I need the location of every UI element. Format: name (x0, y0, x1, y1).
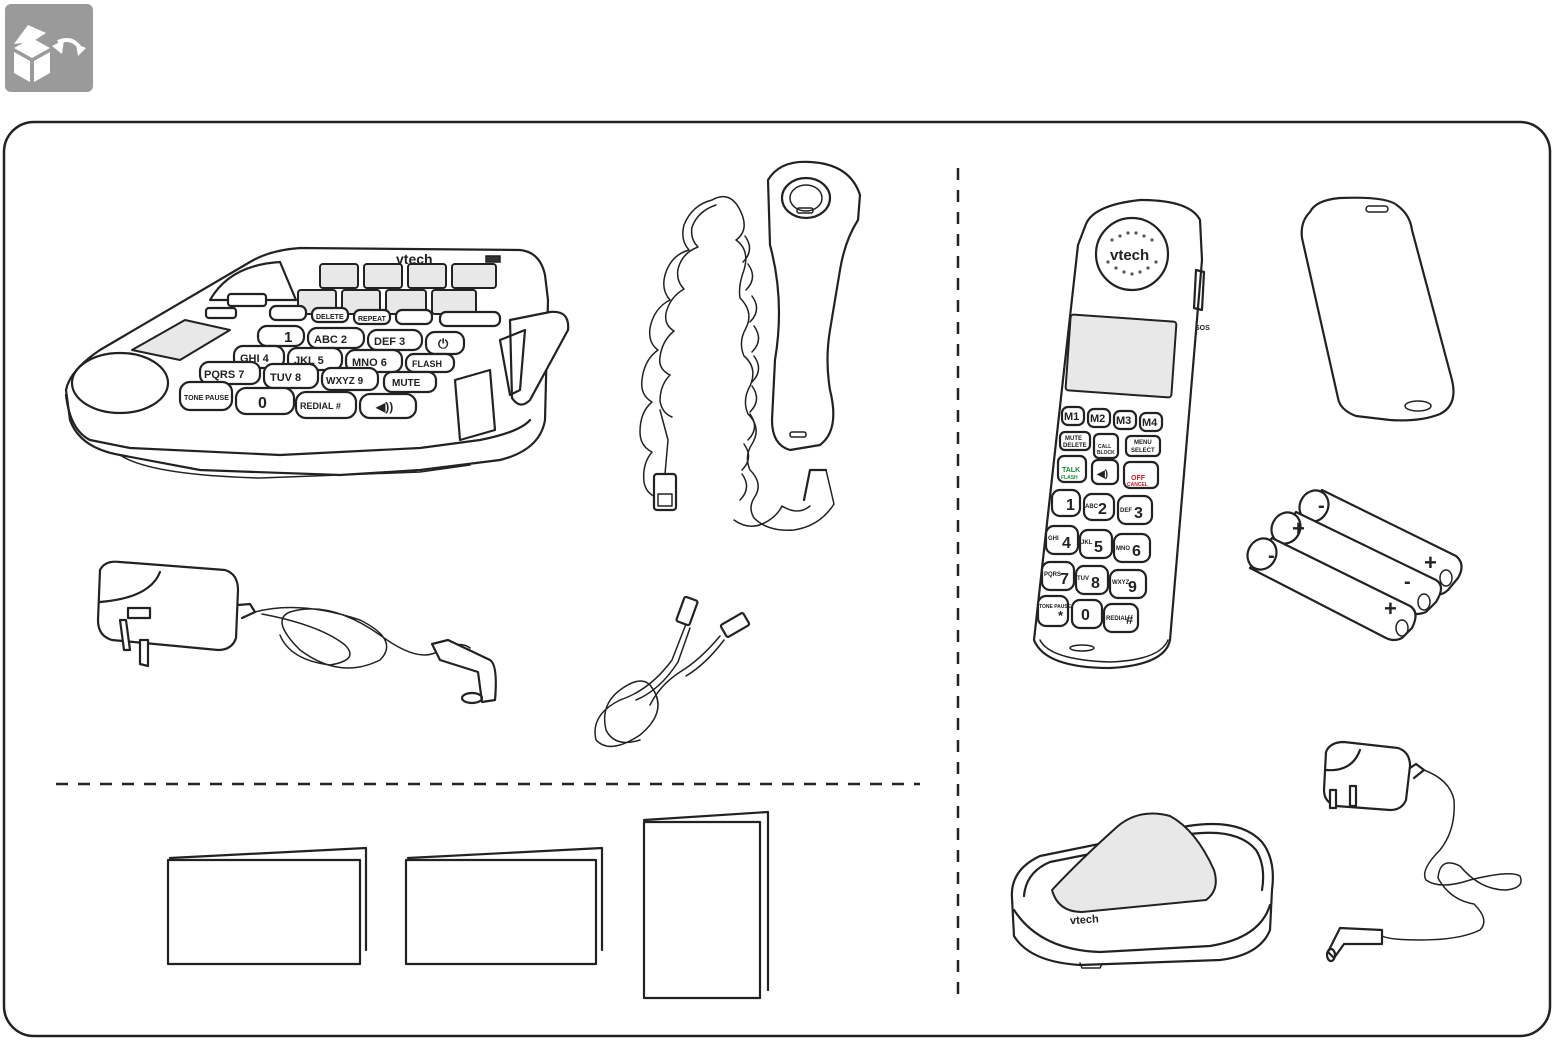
softkey-m2: M2 (1090, 413, 1105, 425)
svg-text:◀)): ◀)) (375, 400, 393, 414)
battery-plus-2: + (1424, 550, 1437, 575)
battery-minus-2: - (1268, 545, 1275, 567)
memory-keys (298, 264, 496, 314)
handset-cancel-label: CANCEL (1127, 482, 1148, 488)
rechargeable-batteries: - + - + - + (1242, 485, 1461, 640)
battery-plus-3: + (1384, 596, 1397, 621)
handset-talk-label: TALK (1062, 467, 1080, 474)
hkey-6-digit: 6 (1132, 543, 1141, 560)
battery-cover (1302, 198, 1454, 421)
charger-power-adapter (1324, 742, 1521, 961)
hkey-7-letters: PQRS (1044, 572, 1061, 578)
hkey-1-digit: 1 (1066, 497, 1075, 514)
handset-flash-label: FLASH (1061, 475, 1078, 481)
svg-text:⏻: ⏻ (438, 336, 449, 351)
key-repeat: REPEAT (358, 316, 387, 323)
handset-brand-logo: vtech (1110, 247, 1149, 264)
key-3: DEF 3 (374, 336, 405, 348)
key-1: 1 (284, 329, 292, 346)
battery-minus-1: - (1318, 495, 1325, 517)
hkey-4-letters: GHI (1048, 536, 1059, 542)
softkey-m3: M3 (1116, 415, 1131, 427)
key-9: WXYZ 9 (326, 376, 364, 387)
hkey-4-digit: 4 (1062, 535, 1071, 552)
quick-start-guide (168, 848, 366, 964)
telephone-line-cord (595, 596, 750, 746)
hkey-star-letters: TONE PAUSE (1039, 604, 1072, 610)
corded-base-unit: vtech DELETE REPEAT 1 ABC 2 DEF 3 ⏻ GHI … (66, 248, 568, 478)
hkey-8-letters: TUV (1077, 576, 1089, 582)
key-star: TONE PAUSE * (184, 395, 234, 402)
svg-text:◀): ◀) (1096, 469, 1108, 480)
hkey-redial-digit: # (1126, 612, 1134, 627)
softkey-m4: M4 (1142, 417, 1158, 429)
handset-off-label: OFF (1131, 475, 1146, 482)
hkey-0-digit: 0 (1081, 607, 1090, 624)
key-0: 0 (258, 395, 267, 412)
softkey-m1: M1 (1064, 411, 1079, 423)
hkey-2-letters: ABC (1085, 504, 1099, 510)
battery-minus-3: - (1404, 571, 1411, 593)
handset-side-sos: SOS (1195, 325, 1210, 332)
key-2: ABC 2 (314, 334, 347, 346)
base-power-adapter (98, 562, 496, 703)
battery-plus-1: + (1292, 516, 1305, 541)
open-box-icon (5, 4, 93, 92)
hkey-9-digit: 9 (1128, 579, 1137, 596)
handset-block-label: BLOCK (1097, 450, 1115, 456)
base-brand-logo: vtech (396, 251, 433, 267)
key-redial: REDIAL # (300, 401, 341, 411)
charger-brand-logo: vtech (1070, 913, 1100, 927)
hkey-5-letters: JKL (1081, 540, 1093, 546)
hkey-3-digit: 3 (1134, 505, 1143, 522)
handset-delete-label: DELETE (1063, 443, 1087, 449)
key-flash: FLASH (412, 359, 442, 369)
user-manual (406, 848, 602, 964)
hkey-3-letters: DEF (1120, 508, 1132, 514)
hkey-6-letters: MNO (1116, 546, 1130, 552)
hkey-8-digit: 8 (1091, 575, 1100, 592)
hkey-5-digit: 5 (1094, 539, 1103, 556)
corded-handset (768, 162, 860, 500)
handset-mute-label: MUTE (1065, 436, 1082, 442)
handset-charger: vtech (1012, 814, 1273, 968)
key-8: TUV 8 (270, 372, 301, 384)
key-delete: DELETE (316, 314, 344, 321)
handset-select-label: SELECT (1131, 448, 1155, 454)
safety-leaflet (644, 812, 768, 998)
cordless-handset: vtech SOS M1 M2 M3 M4 MUTE DELETE CALL B… (1034, 200, 1210, 668)
hkey-7-digit: 7 (1060, 571, 1069, 588)
handset-menu-label: MENU (1134, 440, 1152, 446)
key-mute: MUTE (392, 378, 421, 389)
key-7: PQRS 7 (204, 369, 244, 381)
hkey-2-digit: 2 (1098, 501, 1107, 518)
